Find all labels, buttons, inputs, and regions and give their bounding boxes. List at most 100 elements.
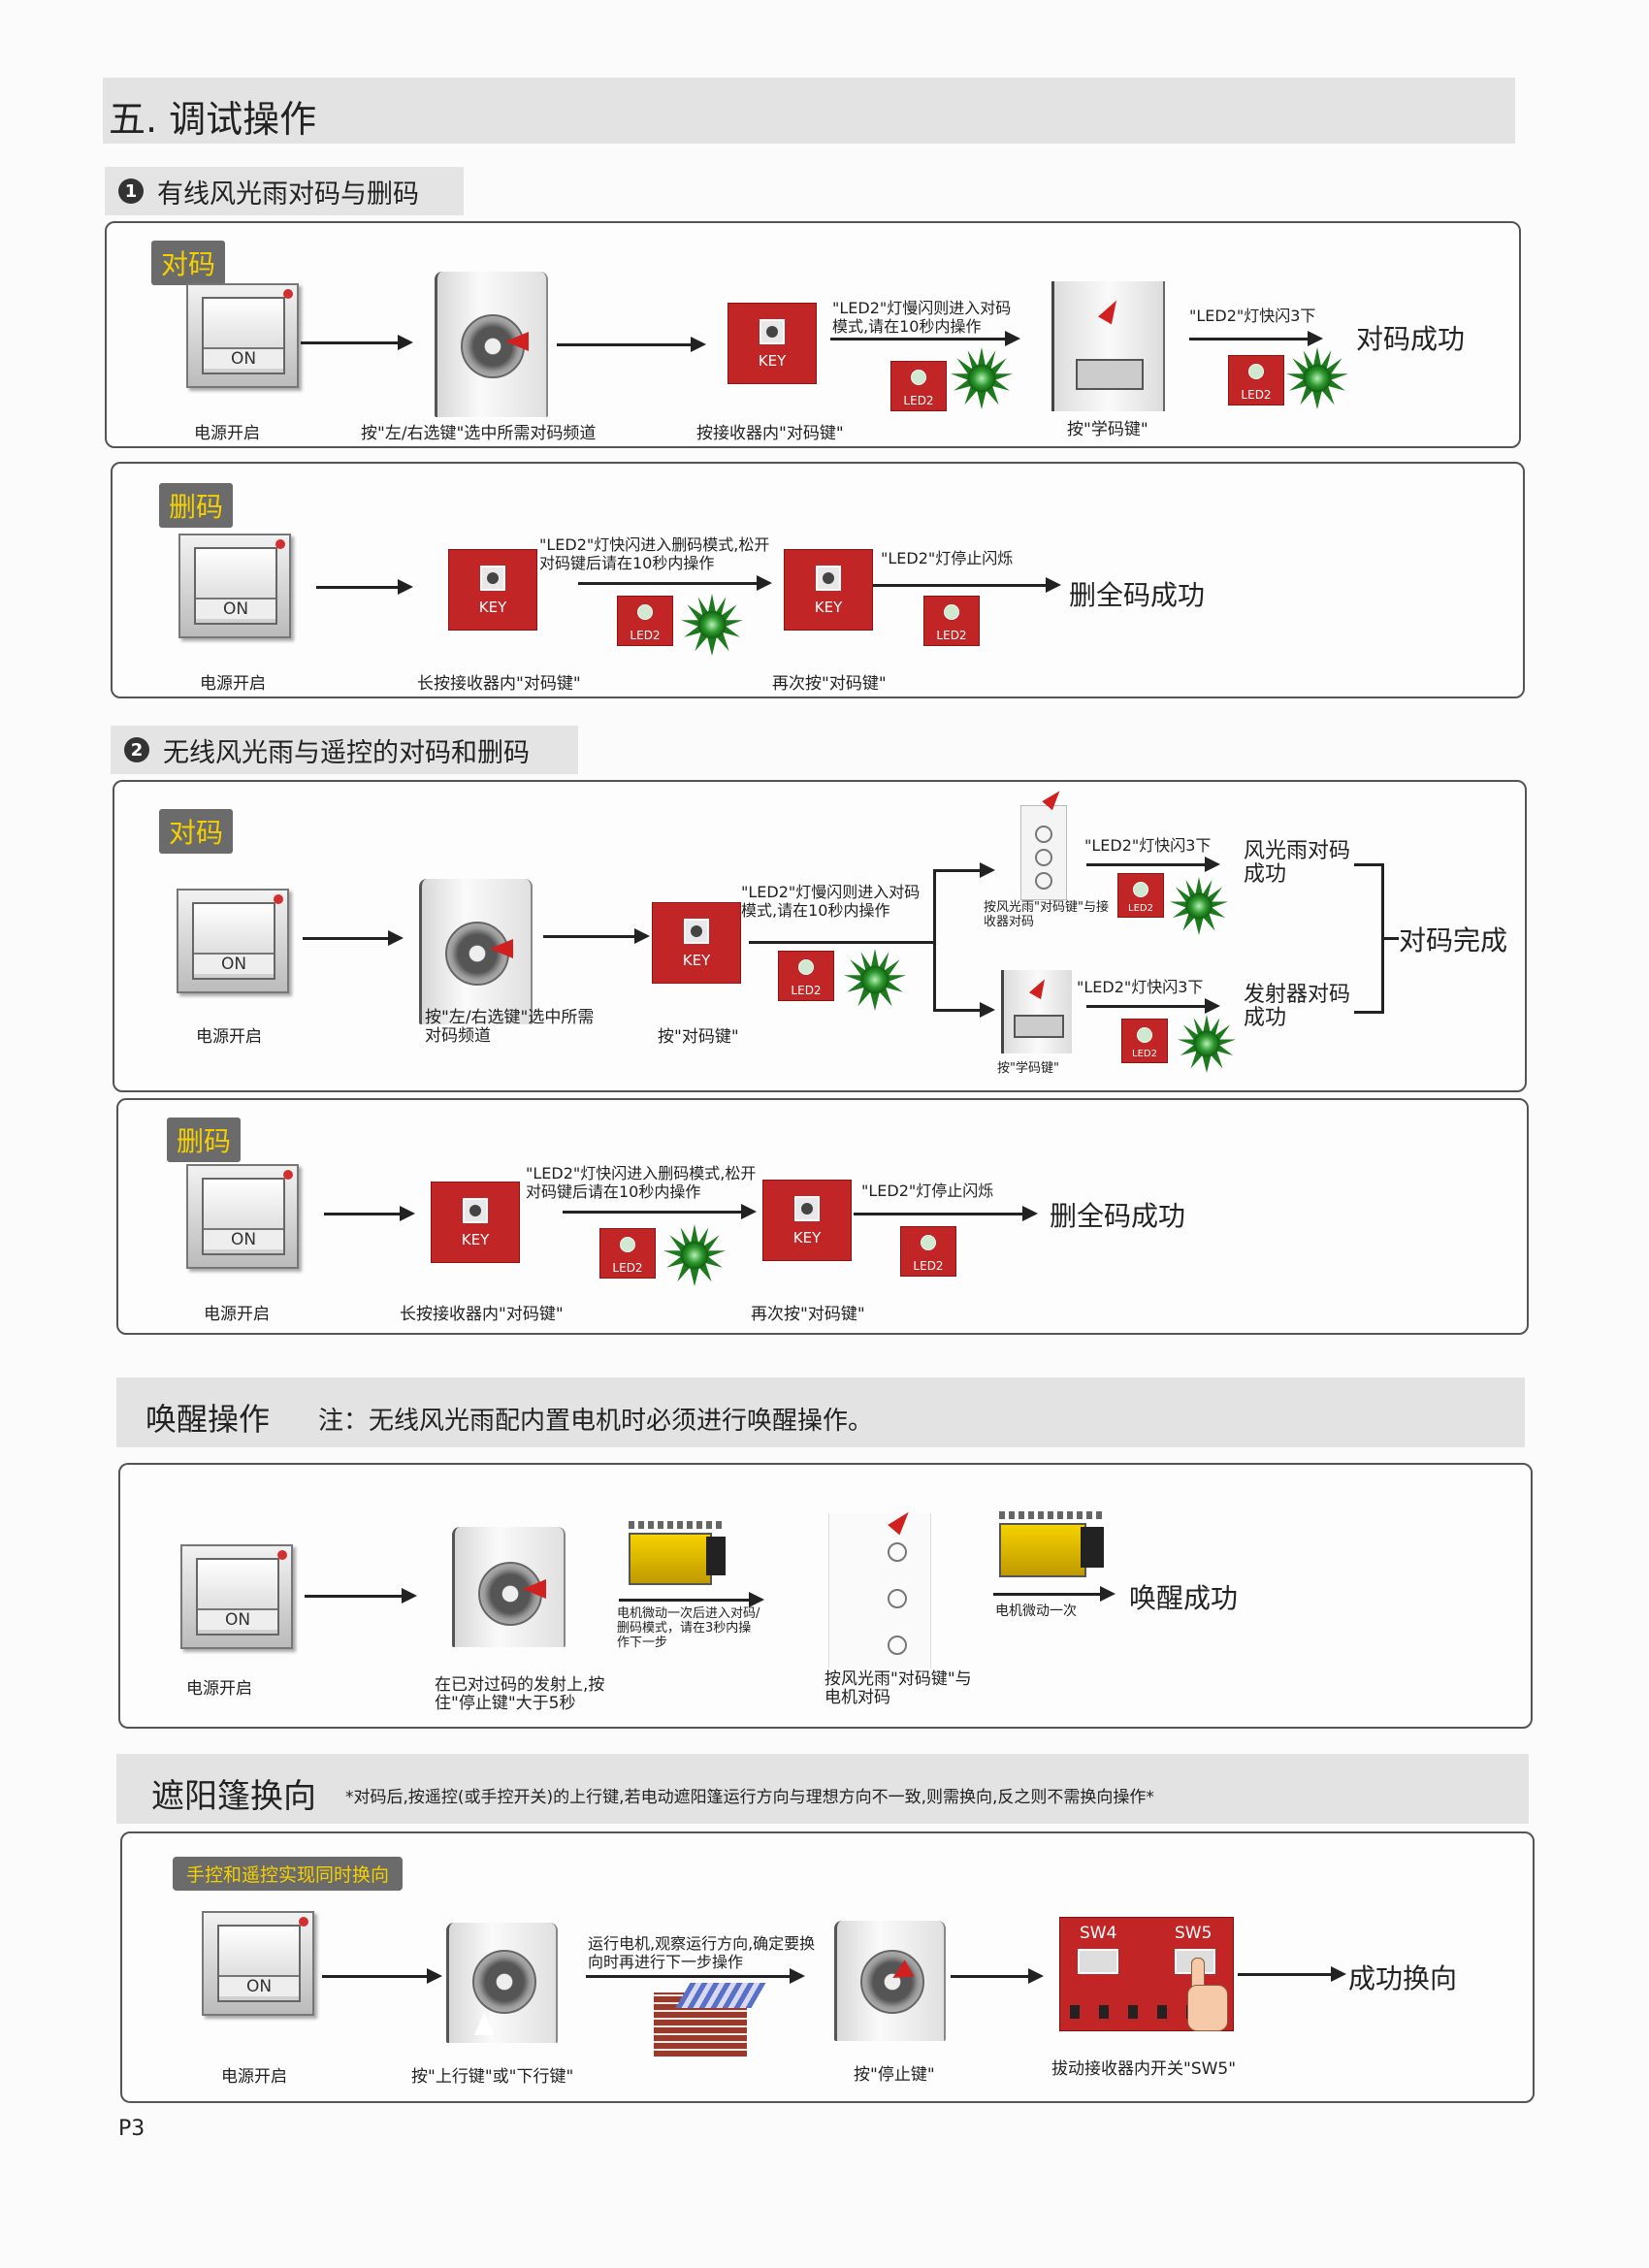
- flow-arrow: [933, 862, 995, 878]
- caption-up-down: 按"上行键"或"下行键": [411, 2067, 574, 2087]
- section1-heading: 1 有线风光雨对码与删码: [105, 167, 464, 215]
- motor-icon: [999, 1511, 1112, 1581]
- caption-sensor-pair: 按风光雨"对码键"与接收器对码: [984, 900, 1109, 929]
- flash-burst-icon: [663, 1224, 726, 1286]
- caption-learn: 按"学码键": [1067, 420, 1148, 439]
- sec2-pair-panel: [113, 780, 1527, 1092]
- receiver-key-button: KEY: [431, 1182, 520, 1263]
- section1-title: 有线风光雨对码与删码: [157, 178, 419, 210]
- section-number: 2: [124, 737, 149, 762]
- flow-arrow: [301, 335, 413, 350]
- flow-arrow: [578, 575, 772, 591]
- flow-arrow: [305, 1588, 417, 1604]
- power-switch: ON: [178, 534, 291, 638]
- flow-arrow: [563, 1204, 757, 1219]
- remote-control: [435, 272, 548, 417]
- sec1-pair-tag: 对码: [151, 241, 226, 285]
- power-switch: ON: [186, 283, 299, 388]
- wake-note: 注：无线风光雨配内置电机时必须进行唤醒操作。: [318, 1407, 874, 1436]
- flash-burst-icon: [1178, 1015, 1236, 1073]
- awning-icon: [654, 1983, 766, 2058]
- led2-indicator: LED2: [778, 951, 834, 1001]
- caption-power: 电源开启: [186, 1679, 252, 1699]
- note-fast-flash: "LED2"灯快闪3下: [1077, 978, 1204, 996]
- section-number: 1: [118, 178, 144, 204]
- receiver-key-button: KEY: [762, 1180, 852, 1261]
- flow-arrow: [951, 1968, 1044, 1984]
- note-stop-flash: "LED2"灯停止闪烁: [861, 1182, 994, 1200]
- flow-arrow: [830, 331, 1020, 346]
- branch-line: [933, 869, 936, 1011]
- flash-burst-icon: [951, 347, 1013, 409]
- page-number: P3: [118, 2117, 146, 2141]
- result-wake-success: 唤醒成功: [1129, 1582, 1239, 1614]
- caption-long-press: 长按接收器内"对码键": [417, 674, 581, 694]
- wake-title: 唤醒操作: [146, 1401, 271, 1438]
- flow-arrow: [322, 1968, 442, 1984]
- caption-key: 按"对码键": [658, 1027, 739, 1047]
- flow-arrow: [316, 579, 413, 595]
- power-switch: ON: [180, 1544, 293, 1649]
- motor-icon: [629, 1521, 729, 1589]
- remote-control: [834, 1921, 946, 2041]
- led2-indicator: LED2: [1121, 1019, 1168, 1063]
- result-sensor-success: 风光雨对码成功: [1244, 839, 1351, 887]
- flow-arrow: [557, 337, 706, 352]
- caption-learn: 按"学码键": [997, 1061, 1059, 1076]
- receiver-key-button: KEY: [652, 902, 741, 984]
- note-delete-mode: "LED2"灯快闪进入删码模式,松开对码键后请在10秒内操作: [526, 1164, 757, 1201]
- sensor-device: [1051, 281, 1165, 411]
- result-pair-complete: 对码完成: [1399, 924, 1508, 956]
- led2-indicator: LED2: [617, 596, 673, 646]
- led2-indicator: LED2: [1117, 873, 1164, 918]
- caption-power: 电源开启: [200, 674, 266, 694]
- section2-title: 无线风光雨与遥控的对码和删码: [163, 737, 530, 768]
- sec2-delete-panel: [116, 1098, 1529, 1335]
- sw4-label: SW4: [1080, 1924, 1117, 1943]
- remote-control: [446, 1923, 558, 2043]
- caption-select: 按"左/右选键"选中所需对码频道: [361, 424, 597, 443]
- flow-line: [749, 941, 933, 944]
- flow-arrow: [303, 930, 404, 946]
- flash-burst-icon: [1286, 347, 1348, 409]
- result-reverse-success: 成功换向: [1348, 1962, 1458, 1994]
- flow-arrow: [933, 1002, 995, 1018]
- power-switch: ON: [177, 889, 289, 993]
- note-run-motor: 运行电机,观察运行方向,确定要换向时再进行下一步操作: [588, 1934, 816, 1971]
- flow-arrow: [854, 1206, 1038, 1221]
- reverse-note: *对码后,按遥控(或手控开关)的上行键,若电动遮阳篷运行方向与理想方向不一致,则…: [345, 1788, 1154, 1807]
- caption-key: 按接收器内"对码键": [696, 424, 844, 443]
- led2-indicator: LED2: [923, 596, 980, 646]
- merge-bracket: [1381, 937, 1399, 940]
- hand-pointer-icon: [1183, 1958, 1230, 2033]
- flow-arrow: [873, 577, 1061, 593]
- result-remote-success: 发射器对码成功: [1244, 983, 1351, 1030]
- led2-indicator: LED2: [599, 1228, 656, 1279]
- caption-toggle-sw5: 拔动接收器内开关"SW5": [1051, 2059, 1237, 2079]
- caption-stop: 按"停止键": [854, 2065, 935, 2085]
- wake-heading-bar: 唤醒操作 注：无线风光雨配内置电机时必须进行唤醒操作。: [116, 1377, 1525, 1447]
- flash-burst-icon: [681, 594, 743, 656]
- sec1-delete-tag: 删码: [159, 483, 234, 528]
- reverse-title: 遮阳篷换向: [151, 1777, 316, 1816]
- flash-burst-icon: [844, 949, 906, 1011]
- caption-power: 电源开启: [204, 1305, 270, 1324]
- note-delete-mode: "LED2"灯快闪进入删码模式,松开对码键后请在10秒内操作: [539, 535, 770, 572]
- led2-indicator: LED2: [900, 1226, 956, 1277]
- remote-control: [452, 1527, 566, 1647]
- weather-sensor-device: [1020, 786, 1067, 900]
- result-delete-success: 删全码成功: [1069, 579, 1206, 611]
- caption-press-again: 再次按"对码键": [772, 674, 887, 694]
- caption-power: 电源开启: [221, 2067, 287, 2087]
- flow-arrow: [1086, 857, 1220, 872]
- receiver-key-button: KEY: [728, 303, 817, 384]
- reverse-tag: 手控和遥控实现同时换向: [173, 1857, 404, 1891]
- caption-power: 电源开启: [194, 424, 260, 443]
- power-switch: ON: [186, 1164, 299, 1269]
- note-fast-flash: "LED2"灯快闪3下: [1189, 307, 1316, 325]
- note-motor-move: 电机微动一次: [995, 1604, 1077, 1619]
- flash-burst-icon: [1170, 877, 1228, 935]
- flow-arrow: [619, 1592, 764, 1607]
- caption-press-again: 再次按"对码键": [751, 1305, 865, 1324]
- flow-arrow: [324, 1206, 415, 1221]
